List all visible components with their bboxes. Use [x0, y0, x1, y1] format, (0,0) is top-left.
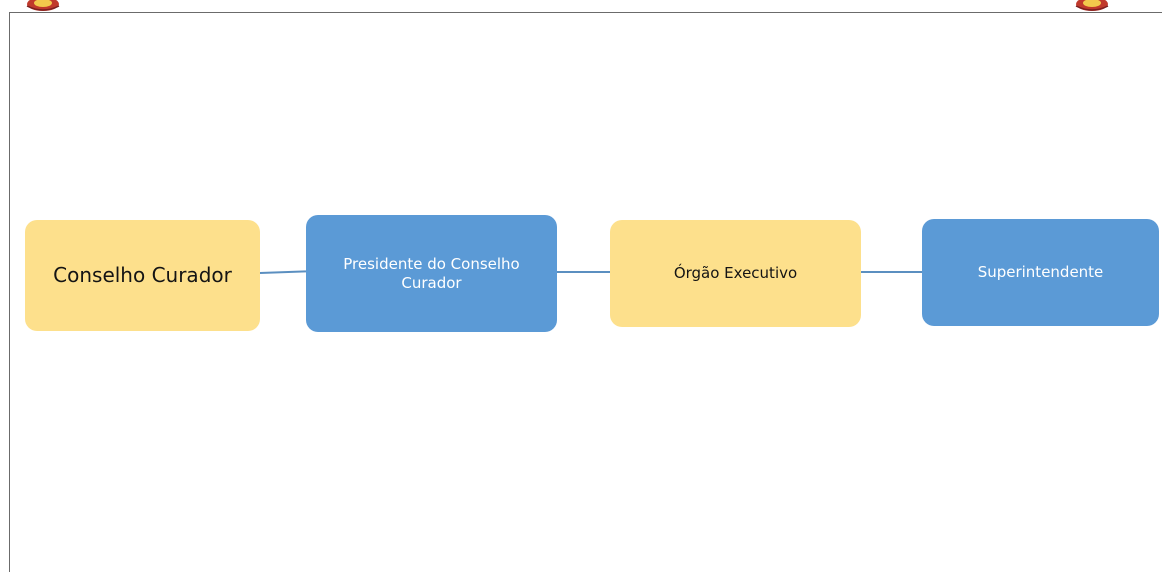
connector-line: [861, 271, 922, 273]
emblem-logo-right: [1073, 0, 1111, 12]
node-label: Presidente do Conselho Curador: [343, 254, 520, 292]
node-label: Conselho Curador: [53, 263, 232, 287]
connector-line: [557, 271, 610, 273]
emblem-logo-left: [24, 0, 62, 12]
node-label: Órgão Executivo: [673, 264, 798, 283]
node-orgao-executivo: Órgão Executivo: [610, 220, 861, 327]
node-superintendente: Superintendente: [922, 219, 1159, 326]
node-conselho-curador: Conselho Curador: [25, 220, 260, 331]
node-presidente-do-conselho-curador: Presidente do Conselho Curador: [306, 215, 557, 332]
diagram-frame: [9, 12, 1162, 572]
node-label: Superintendente: [977, 263, 1104, 282]
